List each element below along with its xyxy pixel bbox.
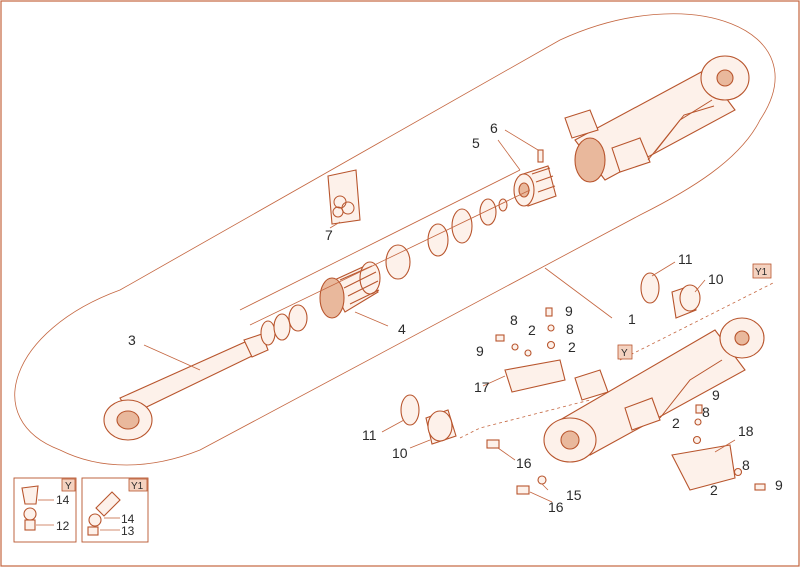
- label-11a: 11: [678, 251, 693, 267]
- label-9b: 9: [565, 303, 573, 319]
- label-8d: 8: [742, 457, 750, 473]
- label-8a: 8: [510, 312, 518, 328]
- dash-link-1: [459, 399, 591, 439]
- bearing-lower: [400, 394, 457, 445]
- svg-text:Y: Y: [65, 481, 72, 492]
- svg-text:Y1: Y1: [131, 481, 144, 492]
- label-15: 15: [566, 487, 582, 503]
- hardware: [486, 307, 766, 495]
- label-3: 3: [128, 332, 136, 348]
- label-9d: 9: [775, 477, 783, 493]
- label-7: 7: [325, 227, 333, 243]
- bracket-17: [504, 359, 566, 393]
- label-12: 12: [56, 519, 70, 533]
- cylinder-barrel-lower: [543, 317, 765, 463]
- label-11b: 11: [362, 427, 377, 443]
- bearing-upper: [640, 272, 701, 319]
- leader-lines: [143, 129, 736, 503]
- svg-text:Y: Y: [621, 348, 628, 359]
- label-2a: 2: [528, 322, 536, 338]
- label-1: 1: [628, 311, 636, 327]
- label-8c: 8: [702, 404, 710, 420]
- label-16b: 16: [548, 499, 564, 515]
- bracket-18: [671, 444, 736, 491]
- cylinder-head: [319, 261, 381, 319]
- label-10b: 10: [392, 445, 408, 461]
- assembly-outline: [14, 13, 776, 466]
- label-2d: 2: [710, 482, 718, 498]
- label-9a: 9: [476, 343, 484, 359]
- label-16a: 16: [516, 455, 532, 471]
- label-2c: 2: [672, 415, 680, 431]
- tag-y1-top: Y1: [752, 263, 772, 279]
- label-10a: 10: [708, 271, 724, 287]
- svg-text:Y1: Y1: [755, 267, 768, 278]
- label-2b: 2: [568, 339, 576, 355]
- middle-seals: [385, 198, 508, 280]
- label-5: 5: [472, 135, 480, 151]
- inset-y: Y 14 12: [13, 477, 77, 543]
- label-8b: 8: [566, 321, 574, 337]
- label-4: 4: [398, 321, 406, 337]
- label-17: 17: [474, 379, 490, 395]
- label-14b: 14: [121, 512, 135, 526]
- tag-y-mid: Y: [617, 344, 633, 360]
- piston: [513, 165, 557, 207]
- inset-y1: Y1 14 13: [81, 477, 149, 543]
- label-14a: 14: [56, 493, 70, 507]
- explode-lines: [239, 169, 531, 326]
- dash-link-2: [619, 281, 776, 361]
- rod-seals: [260, 304, 308, 346]
- label-6: 6: [490, 120, 498, 136]
- seal-kit-bag: [327, 169, 361, 225]
- label-13: 13: [121, 524, 135, 538]
- label-18: 18: [738, 423, 754, 439]
- piston-rod: [103, 333, 269, 441]
- label-9c: 9: [712, 387, 720, 403]
- set-screw: [537, 149, 544, 163]
- cylinder-barrel: [564, 55, 750, 183]
